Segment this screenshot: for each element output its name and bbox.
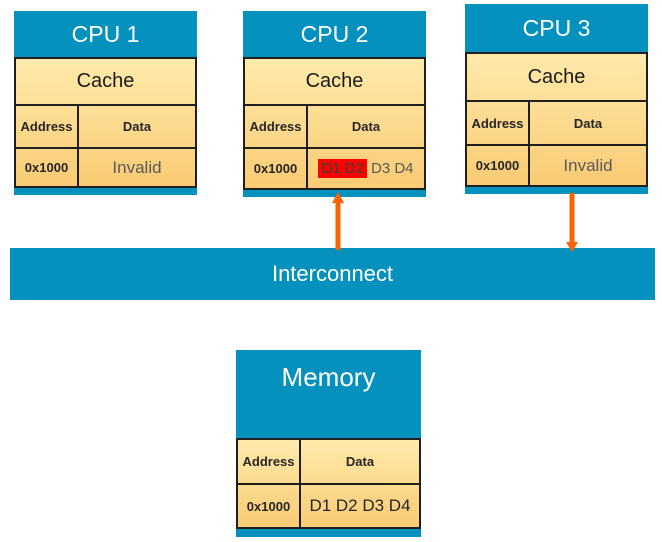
cpu2-cache-title: Cache [245, 59, 424, 106]
cpu1-data-header: Data [122, 119, 152, 134]
memory-title: Memory [281, 362, 376, 392]
cpu3-cache-row: 0x1000 Invalid [467, 146, 646, 185]
memory-header-row: Address Data [238, 440, 419, 485]
memory-address-value: 0x1000 [238, 485, 301, 527]
cpu2-data-header: Data [351, 119, 381, 134]
cpu1-address-value: 0x1000 [16, 149, 79, 186]
cpu3-address-value: 0x1000 [467, 146, 530, 185]
cpu3-address-header: Address [467, 102, 530, 144]
cpu2-address-header: Address [245, 106, 308, 147]
cpu3-block: CPU 3 Cache Address Data 0x1000 Invalid [465, 4, 648, 194]
cpu1-data-value: Invalid [112, 157, 162, 177]
cpu2-cache-header-row: Address Data [245, 106, 424, 149]
cpu2-data-value: D1 D2 D3 D4 [308, 149, 424, 188]
cpu3-cache-title: Cache [467, 54, 646, 102]
interconnect-to-cpu2-arrow [332, 192, 344, 250]
cpu1-title: CPU 1 [71, 20, 140, 47]
cpu3-title: CPU 3 [522, 14, 591, 41]
memory-data-row: 0x1000 D1 D2 D3 D4 [238, 485, 419, 527]
memory-table: Address Data 0x1000 D1 D2 D3 D4 [236, 438, 421, 529]
cpu2-block: CPU 2 Cache Address Data 0x1000 D1 D2 D3… [243, 11, 426, 197]
cpu1-address-header: Address [16, 106, 79, 147]
cpu2-data-highlighted: D1 D2 [318, 159, 367, 178]
memory-block: Memory Address Data 0x1000 D1 D2 D3 D4 [236, 350, 421, 537]
cpu1-cache-row: 0x1000 Invalid [16, 149, 195, 186]
memory-data-header: Data [345, 454, 375, 469]
cpu1-cache-table: Cache Address Data 0x1000 Invalid [14, 57, 197, 188]
cpu2-data-rest: D3 D4 [371, 160, 414, 177]
cpu1-cache-title: Cache [16, 59, 195, 106]
cpu3-data-value: Invalid [563, 155, 613, 175]
cpu2-title: CPU 2 [300, 20, 369, 47]
cpu3-to-interconnect-arrow [566, 193, 578, 252]
cpu2-address-value: 0x1000 [245, 149, 308, 188]
interconnect-bar: Interconnect [10, 248, 655, 300]
cpu3-cache-header-row: Address Data [467, 102, 646, 146]
memory-address-header: Address [238, 440, 301, 483]
cpu3-data-header: Data [573, 115, 603, 131]
cpu3-cache-table: Cache Address Data 0x1000 Invalid [465, 52, 648, 187]
cpu1-block: CPU 1 Cache Address Data 0x1000 Invalid [14, 11, 197, 195]
memory-data-value: D1 D2 D3 D4 [309, 496, 411, 515]
cpu2-cache-row: 0x1000 D1 D2 D3 D4 [245, 149, 424, 188]
cpu1-cache-header-row: Address Data [16, 106, 195, 149]
cpu2-cache-table: Cache Address Data 0x1000 D1 D2 D3 D4 [243, 57, 426, 190]
